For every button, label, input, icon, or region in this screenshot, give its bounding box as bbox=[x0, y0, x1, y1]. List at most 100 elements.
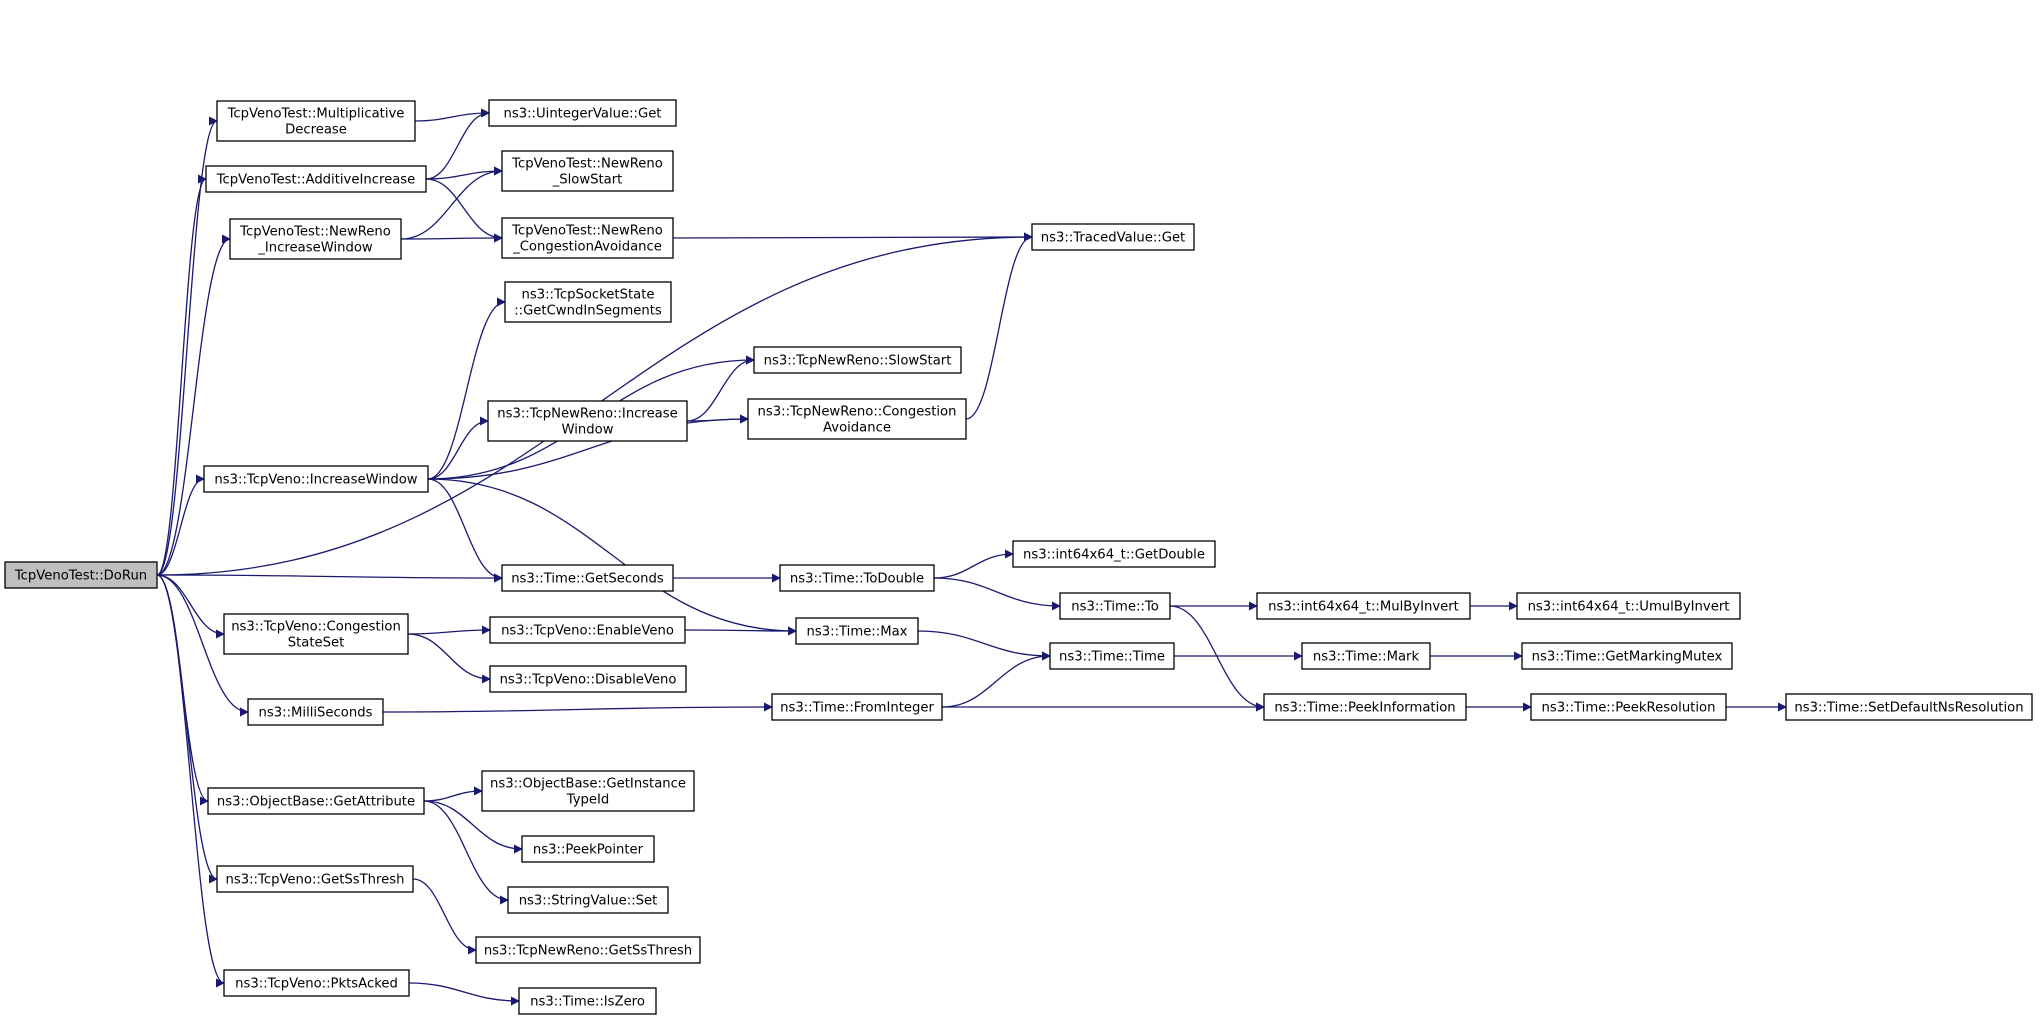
edge-dorun-to-ai bbox=[156, 174, 207, 576]
node-ns3-tcpveno-pktsacked[interactable]: ns3::TcpVeno::PktsAcked bbox=[223, 969, 410, 997]
node-box bbox=[229, 218, 402, 260]
node-label: ns3::TcpNewReno::GetSsThresh bbox=[484, 944, 692, 959]
node-ns3-time-peekresolution[interactable]: ns3::Time::PeekResolution bbox=[1530, 693, 1727, 721]
edge-ai-to-uvg bbox=[425, 108, 490, 180]
edge-md-to-uvg bbox=[414, 108, 490, 122]
node-ns3-tcpveno-disableveno[interactable]: ns3::TcpVeno::DisableVeno bbox=[489, 665, 687, 693]
edge-css-to-dv bbox=[407, 633, 491, 684]
node-ns3-time-max[interactable]: ns3::Time::Max bbox=[795, 617, 919, 645]
node-label: Avoidance bbox=[823, 421, 891, 436]
node-tcpvenotest-additiveincrease[interactable]: TcpVenoTest::AdditiveIncrease bbox=[205, 165, 427, 193]
node-label: ns3::ObjectBase::GetInstance bbox=[490, 777, 686, 792]
node-box bbox=[4, 561, 158, 589]
node-label: Decrease bbox=[285, 123, 347, 138]
node-label: ns3::StringValue::Set bbox=[519, 894, 658, 909]
node-tcpvenotest-dorun[interactable]: TcpVenoTest::DoRun bbox=[4, 561, 158, 589]
node-ns3-int64x64-t-umulbyinvert[interactable]: ns3::int64x64_t::UmulByInvert bbox=[1516, 592, 1741, 620]
node-label: ns3::TcpVeno::EnableVeno bbox=[501, 624, 674, 639]
node-box bbox=[487, 400, 688, 442]
edge-dorun-to-pa bbox=[156, 574, 225, 988]
node-box bbox=[489, 616, 686, 644]
node-tcpvenotest-newreno-increasewindow[interactable]: TcpVenoTest::NewReno_IncreaseWindow bbox=[229, 218, 402, 260]
node-ns3-time-setdefaultnsresolution[interactable]: ns3::Time::SetDefaultNsResolution bbox=[1785, 693, 2033, 721]
node-box bbox=[481, 770, 695, 812]
node-ns3-stringvalue-set[interactable]: ns3::StringValue::Set bbox=[507, 886, 669, 914]
node-ns3-tcpnewreno-congestion-avoidance[interactable]: ns3::TcpNewReno::CongestionAvoidance bbox=[747, 398, 967, 440]
node-ns3-milliseconds[interactable]: ns3::MilliSeconds bbox=[247, 698, 384, 726]
node-tcpvenotest-newreno-slowstart[interactable]: TcpVenoTest::NewReno_SlowStart bbox=[501, 150, 674, 192]
node-ns3-uintegervalue-get[interactable]: ns3::UintegerValue::Get bbox=[488, 99, 677, 127]
node-box bbox=[1516, 592, 1741, 620]
node-ns3-tcpnewreno-increase-window[interactable]: ns3::TcpNewReno::IncreaseWindow bbox=[487, 400, 688, 442]
node-label: ns3::TcpSocketState bbox=[522, 288, 655, 303]
node-ns3-int64x64-t-mulbyinvert[interactable]: ns3::int64x64_t::MulByInvert bbox=[1256, 592, 1471, 620]
node-label: ns3::int64x64_t::MulByInvert bbox=[1268, 600, 1459, 615]
node-box bbox=[501, 150, 674, 192]
edge-tmax-to-ttime bbox=[917, 630, 1051, 661]
node-label: ns3::Time::Mark bbox=[1313, 650, 1420, 665]
node-label: TypeId bbox=[566, 793, 610, 808]
node-ns3-time-todouble[interactable]: ns3::Time::ToDouble bbox=[779, 564, 935, 592]
node-box bbox=[216, 100, 416, 142]
edge-ai-to-nrca bbox=[425, 178, 503, 243]
edge-ai-to-nrss bbox=[425, 166, 503, 180]
node-ns3-time-peekinformation[interactable]: ns3::Time::PeekInformation bbox=[1263, 693, 1467, 721]
edge-tnrca-to-tvg bbox=[965, 232, 1033, 420]
node-box bbox=[1031, 223, 1195, 251]
edge-ev-to-tmax bbox=[684, 626, 797, 636]
node-box bbox=[1012, 540, 1216, 568]
node-label: ns3::Time::PeekResolution bbox=[1542, 701, 1716, 716]
node-ns3-peekpointer[interactable]: ns3::PeekPointer bbox=[521, 835, 655, 863]
node-label: _IncreaseWindow bbox=[257, 241, 373, 256]
node-ns3-tcpnewreno-slowstart[interactable]: ns3::TcpNewReno::SlowStart bbox=[753, 346, 962, 374]
node-label: TcpVenoTest::NewReno bbox=[511, 157, 663, 172]
node-box bbox=[795, 617, 919, 645]
node-box bbox=[1059, 592, 1171, 620]
edge-iw-to-tnriw bbox=[427, 416, 489, 480]
node-label: TcpVenoTest::Multiplicative bbox=[227, 107, 405, 122]
node-ns3-time-mark[interactable]: ns3::Time::Mark bbox=[1301, 642, 1431, 670]
node-ns3-time-to[interactable]: ns3::Time::To bbox=[1059, 592, 1171, 620]
node-box bbox=[488, 99, 677, 127]
node-ns3-tracedvalue-get[interactable]: ns3::TracedValue::Get bbox=[1031, 223, 1195, 251]
node-ns3-tcpsocketstate-getcwndinsegments[interactable]: ns3::TcpSocketState::GetCwndInSegments bbox=[504, 281, 672, 323]
node-label: ns3::int64x64_t::GetDouble bbox=[1023, 548, 1205, 563]
node-label: ns3::Time::GetMarkingMutex bbox=[1532, 650, 1723, 665]
edge-nriw-to-nrca bbox=[400, 233, 503, 243]
edge-css-to-ev bbox=[407, 625, 491, 635]
node-ns3-tcpveno-increasewindow[interactable]: ns3::TcpVeno::IncreaseWindow bbox=[203, 465, 429, 493]
edge-dorun-to-ms bbox=[156, 574, 249, 717]
node-ns3-objectbase-getattribute[interactable]: ns3::ObjectBase::GetAttribute bbox=[207, 787, 425, 815]
node-ns3-time-iszero[interactable]: ns3::Time::IsZero bbox=[518, 987, 657, 1015]
node-ns3-int64x64-t-getdouble[interactable]: ns3::int64x64_t::GetDouble bbox=[1012, 540, 1216, 568]
node-ns3-tcpveno-getssthresh[interactable]: ns3::TcpVeno::GetSsThresh bbox=[216, 865, 414, 893]
node-ns3-tcpnewreno-getssthresh[interactable]: ns3::TcpNewReno::GetSsThresh bbox=[475, 936, 701, 964]
node-box bbox=[1785, 693, 2033, 721]
node-ns3-time-frominteger[interactable]: ns3::Time::FromInteger bbox=[771, 693, 943, 721]
node-box bbox=[518, 987, 657, 1015]
node-label: ns3::ObjectBase::GetAttribute bbox=[217, 795, 415, 810]
node-label: ns3::TcpVeno::IncreaseWindow bbox=[214, 473, 417, 488]
node-ns3-time-getseconds[interactable]: ns3::Time::GetSeconds bbox=[501, 564, 674, 592]
node-box bbox=[501, 564, 674, 592]
node-tcpvenotest-newreno-congestionavoidance[interactable]: TcpVenoTest::NewReno_CongestionAvoidance bbox=[501, 217, 674, 259]
edge-ms-to-tfi bbox=[382, 702, 773, 713]
node-ns3-time-getmarkingmutex[interactable]: ns3::Time::GetMarkingMutex bbox=[1521, 642, 1733, 670]
node-label: ::GetCwndInSegments bbox=[514, 304, 662, 319]
node-label: ns3::TcpNewReno::Increase bbox=[497, 407, 678, 422]
node-label: _SlowStart bbox=[552, 173, 623, 188]
edge-dorun-to-tgs bbox=[156, 573, 503, 583]
edge-dorun-to-gss bbox=[156, 574, 218, 884]
edge-tfi-to-ttime bbox=[941, 651, 1051, 708]
node-label: ns3::Time::GetSeconds bbox=[511, 572, 664, 587]
node-label: Window bbox=[562, 423, 614, 438]
node-ns3-time-time[interactable]: ns3::Time::Time bbox=[1049, 642, 1175, 670]
edge-ga-to-svs bbox=[423, 800, 509, 905]
node-label: ns3::Time::PeekInformation bbox=[1274, 701, 1455, 716]
node-box bbox=[489, 665, 687, 693]
node-ns3-tcpveno-enableveno[interactable]: ns3::TcpVeno::EnableVeno bbox=[489, 616, 686, 644]
edge-ga-to-pp bbox=[423, 800, 523, 854]
